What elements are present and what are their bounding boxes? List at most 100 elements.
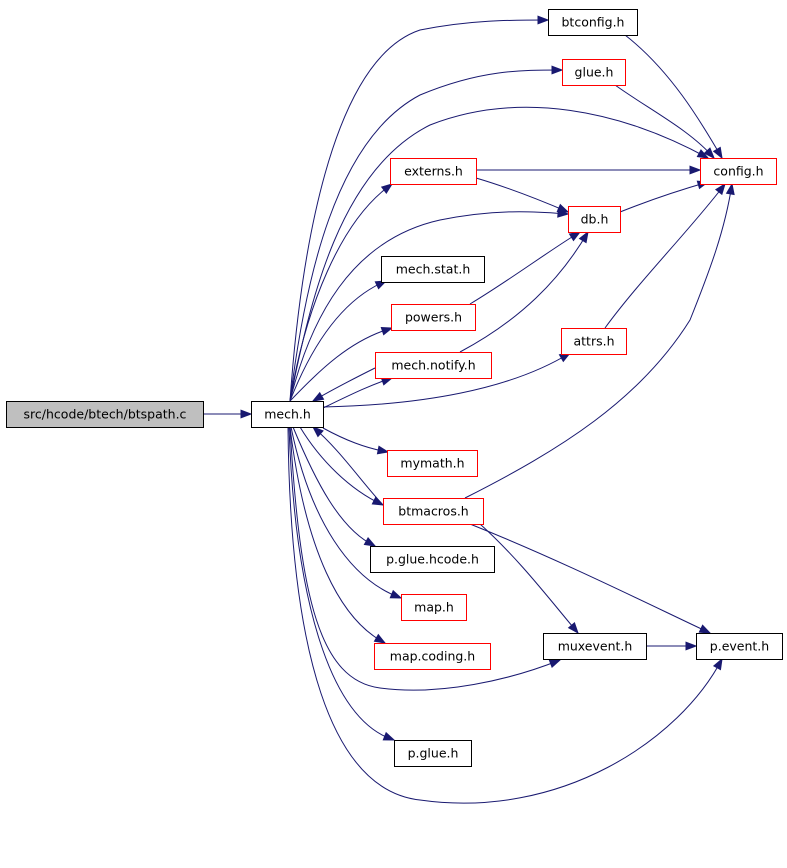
edge-line	[322, 377, 393, 409]
edge-arrowhead	[698, 624, 712, 634]
node-box	[561, 328, 627, 355]
edge-arrowhead	[380, 326, 394, 336]
edge-mech-to-pevent	[287, 426, 723, 804]
node-db[interactable]: db.h	[568, 206, 621, 233]
node-label: config.h	[713, 164, 763, 179]
node-label: db.h	[581, 212, 609, 227]
edge-arrowhead	[712, 657, 723, 671]
edge-line	[312, 426, 384, 506]
edge-line	[464, 183, 733, 499]
node-box	[543, 633, 647, 660]
edge-arrowhead	[363, 536, 377, 547]
edge-btconfig-to-config	[624, 34, 723, 160]
node-box	[375, 352, 492, 379]
edge-arrowhead	[389, 589, 403, 599]
edge-arrowhead	[556, 203, 570, 213]
edge-arrowhead	[373, 633, 387, 644]
node-label: mech.h	[264, 407, 311, 422]
edge-arrowhead	[685, 641, 698, 651]
node-label: p.glue.hcode.h	[386, 552, 479, 567]
node-box	[394, 740, 472, 767]
node-label: powers.h	[405, 310, 462, 325]
edge-line	[299, 426, 384, 506]
edge-line	[469, 523, 711, 634]
edge-arrowhead	[714, 182, 726, 196]
edge-line	[459, 231, 589, 353]
edge-arrowhead	[382, 731, 396, 741]
node-mechnotify[interactable]: mech.notify.h	[375, 352, 492, 379]
node-box	[6, 401, 204, 428]
edge-arrowhead	[568, 231, 582, 242]
edge-mech-to-mapcoding	[289, 426, 387, 644]
node-box	[401, 594, 467, 621]
edge-line	[289, 280, 387, 402]
edge-arrowhead	[567, 622, 579, 635]
edge-arrowhead	[703, 147, 715, 160]
edge-line	[288, 426, 395, 741]
edge-line	[289, 327, 393, 402]
node-map[interactable]: map.h	[401, 594, 467, 621]
edge-arrowhead	[725, 182, 735, 196]
node-mech[interactable]: mech.h	[251, 401, 324, 428]
node-label: externs.h	[404, 164, 463, 179]
node-pevent[interactable]: p.event.h	[696, 633, 783, 660]
edge-mech-to-pglue	[288, 426, 396, 741]
edge-mech-to-btmacros	[299, 426, 385, 506]
edge-externs-to-config	[476, 165, 702, 175]
edge-mech-to-mechnotify	[322, 377, 394, 409]
edge-mech-to-muxevent	[289, 426, 562, 691]
edge-arrowhead	[548, 659, 562, 668]
node-box	[390, 158, 477, 185]
edge-mech-to-map	[290, 426, 403, 599]
edge-mech-to-powers	[289, 326, 394, 402]
edge-line	[312, 367, 376, 402]
edge-externs-to-db	[475, 177, 570, 213]
node-mapcoding[interactable]: map.coding.h	[374, 643, 491, 670]
node-label: btconfig.h	[562, 15, 625, 30]
node-pgluehcode[interactable]: p.glue.hcode.h	[370, 546, 495, 573]
node-config[interactable]: config.h	[700, 158, 777, 185]
node-box	[568, 206, 621, 233]
edge-arrowhead	[712, 146, 723, 160]
edge-line	[619, 181, 709, 213]
node-glue[interactable]: glue.h	[562, 59, 626, 86]
node-btmacros[interactable]: btmacros.h	[383, 498, 484, 525]
edge-mech-to-pgluehcode	[292, 426, 377, 547]
node-mechstat[interactable]: mech.stat.h	[381, 256, 485, 283]
edge-line	[290, 426, 402, 599]
edge-mech-to-config	[289, 106, 710, 402]
node-label: mech.notify.h	[391, 358, 475, 373]
node-pglue[interactable]: p.glue.h	[394, 740, 472, 767]
node-btconfig[interactable]: btconfig.h	[548, 9, 638, 36]
edge-line	[289, 426, 386, 644]
node-box	[391, 304, 476, 331]
edge-mech-to-mymath	[322, 427, 390, 455]
edge-line	[289, 106, 709, 402]
edges-layer	[203, 15, 735, 804]
edge-arrowhead	[376, 445, 390, 455]
node-box	[381, 256, 485, 283]
edge-arrowhead	[689, 165, 702, 175]
node-externs[interactable]: externs.h	[390, 158, 477, 185]
node-box	[387, 450, 478, 477]
node-mymath[interactable]: mymath.h	[387, 450, 478, 477]
edge-glue-to-config	[614, 84, 715, 160]
node-powers[interactable]: powers.h	[391, 304, 476, 331]
edge-btmacros-to-pevent	[469, 523, 712, 634]
edge-arrowhead	[696, 149, 710, 159]
node-muxevent[interactable]: muxevent.h	[543, 633, 647, 660]
edge-mech-to-externs	[289, 183, 394, 402]
edge-arrowhead	[537, 15, 550, 25]
edge-line	[289, 211, 569, 402]
edge-powers-to-db	[469, 231, 582, 305]
node-box	[383, 498, 484, 525]
edge-attrs-to-config	[604, 182, 726, 329]
edge-mech-to-mechstat	[289, 280, 388, 402]
edge-line	[469, 231, 581, 305]
node-attrs[interactable]: attrs.h	[561, 328, 627, 355]
node-label: btmacros.h	[398, 504, 468, 519]
node-btspath: src/hcode/btech/btspath.c	[6, 401, 204, 428]
node-label: map.coding.h	[390, 649, 475, 664]
edge-mech-to-btconfig	[289, 15, 550, 402]
